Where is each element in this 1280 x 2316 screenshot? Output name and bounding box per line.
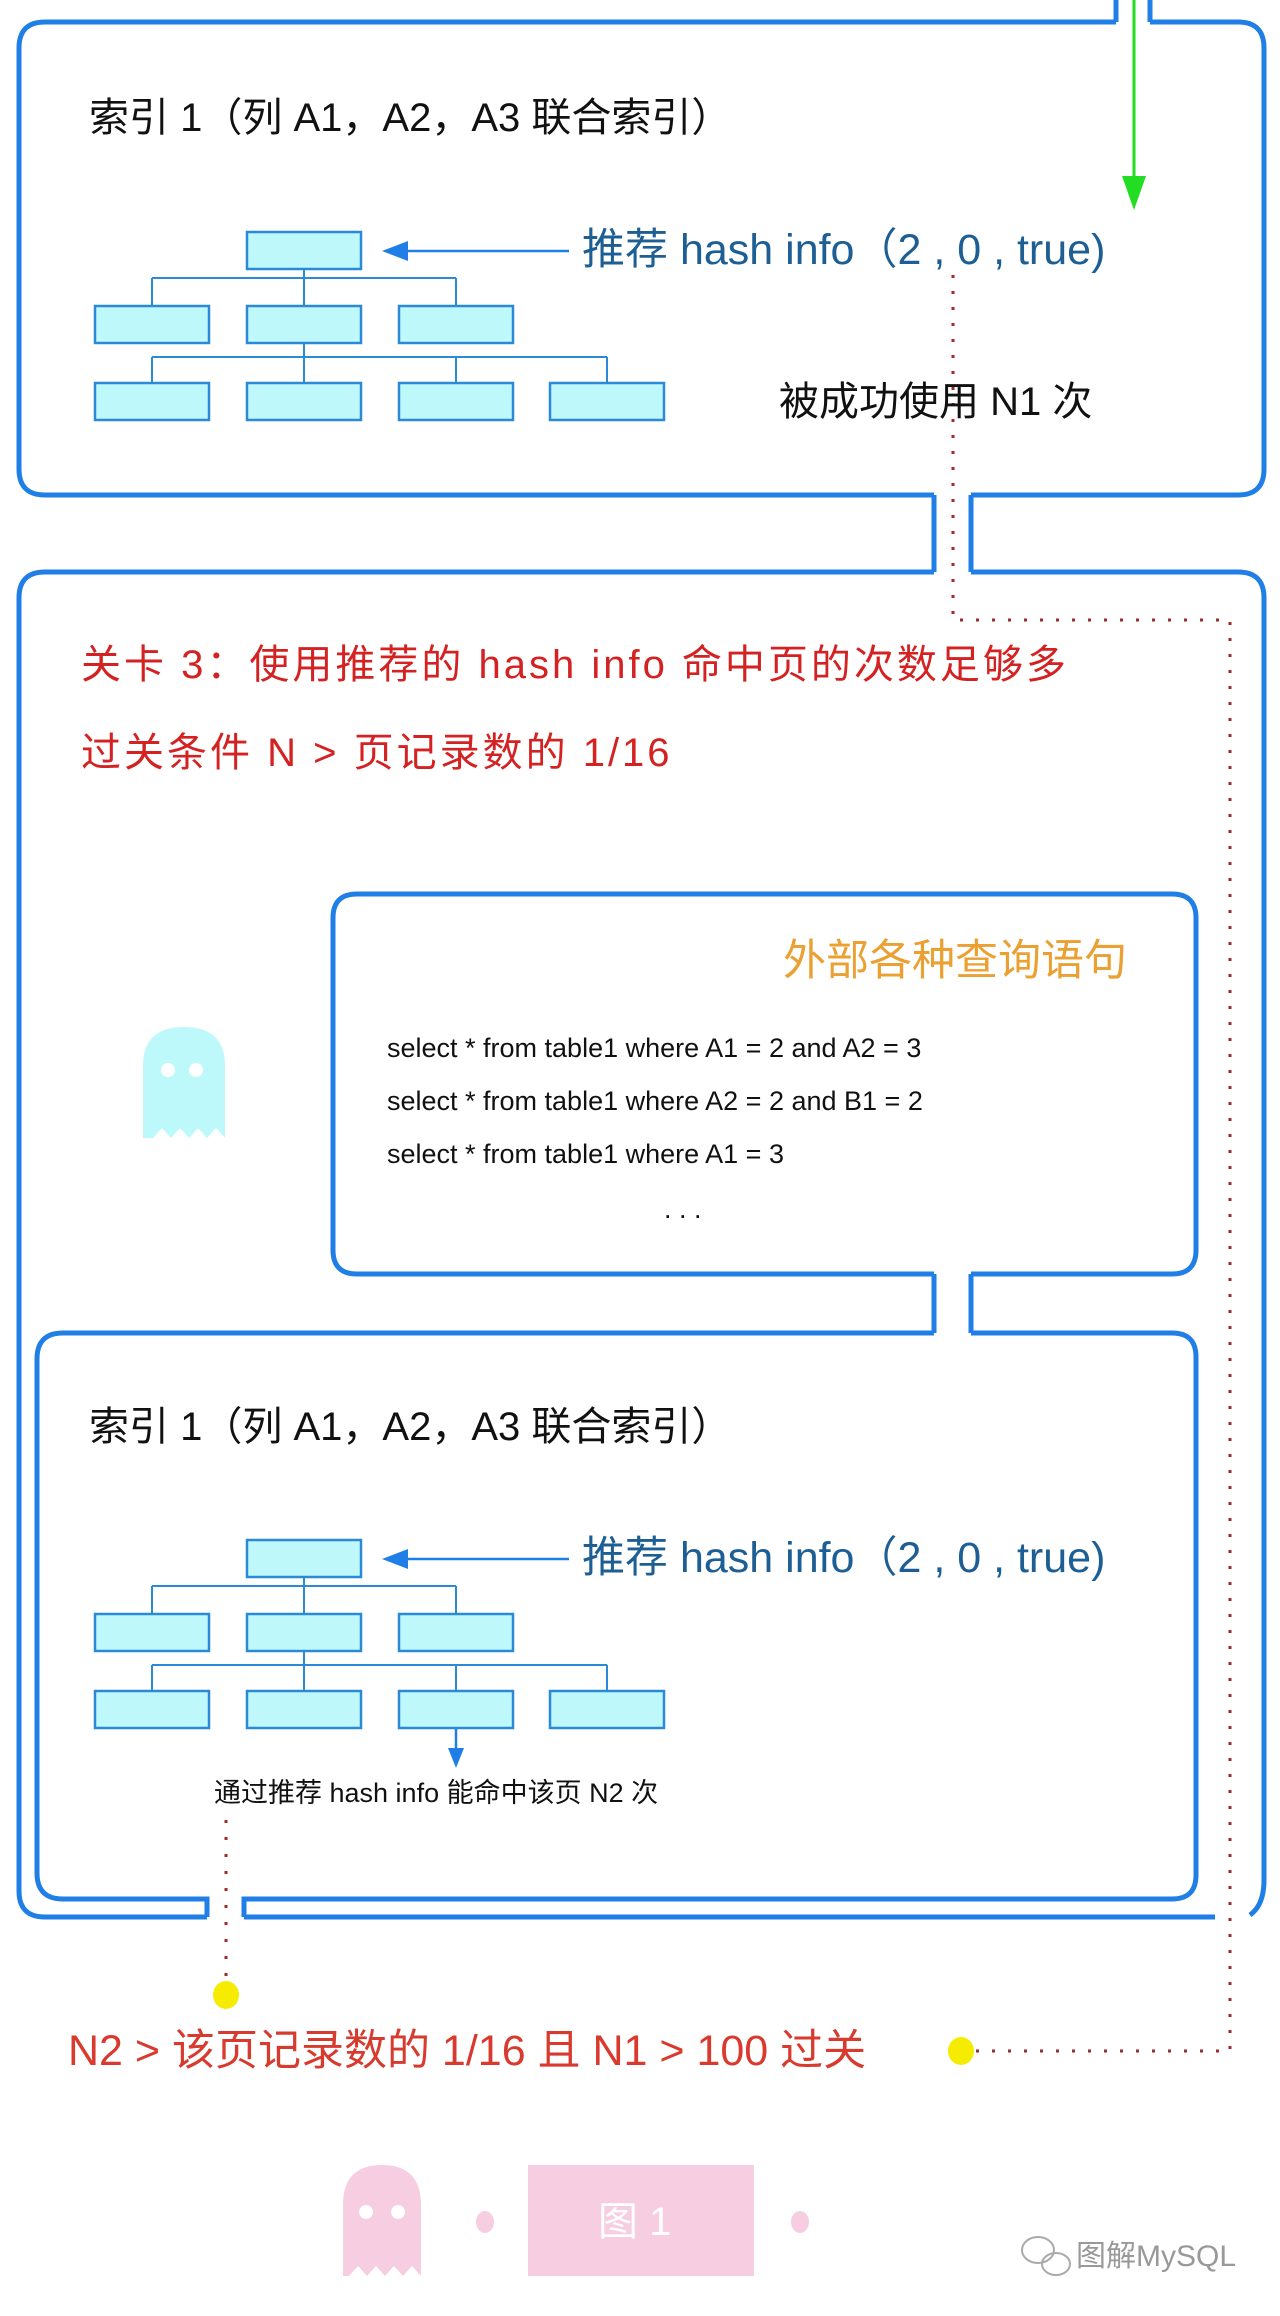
- tree-root-node: [245, 1538, 363, 1579]
- btree-top: [93, 230, 666, 422]
- dotted-path-n1: [951, 275, 1232, 2053]
- tree-leaf-node: [93, 1689, 211, 1730]
- ghost-pink-icon: [343, 2165, 421, 2276]
- level-condition: 过关条件 N > 页记录数的 1/16: [81, 731, 673, 775]
- tree-leaf-node: [548, 381, 666, 422]
- connector-1-2: [931, 495, 974, 572]
- tree-leaf-node: [397, 1689, 515, 1730]
- pink-dot-left: [476, 2211, 494, 2233]
- tree-root-node: [245, 230, 363, 271]
- tree-inner-node: [245, 304, 363, 345]
- frames: [16, 0, 1267, 1920]
- tree-leaf-node: [245, 381, 363, 422]
- wechat-icon: [1021, 2236, 1071, 2276]
- index-box-top-frame: [16, 19, 1267, 498]
- tree-inner-node: [397, 304, 515, 345]
- figure-caption: 图 1: [598, 2200, 672, 2244]
- index-title-top: 索引 1（列 A1，A2，A3 联合索引）: [89, 96, 732, 140]
- figure-caption-box: [528, 2165, 754, 2276]
- hash-info-label-top: 推荐 hash info（2 , 0 , true): [582, 226, 1106, 274]
- query-box-frame: [330, 891, 1199, 1277]
- ghost-cyan-icon: [143, 1027, 225, 1138]
- tree-leaf-node: [397, 381, 515, 422]
- query-line: select * from table1 where A1 = 3: [387, 1139, 784, 1169]
- top-connector: [1113, 0, 1153, 22]
- tree-inner-node: [93, 304, 211, 345]
- watermark: 图解MySQL: [1076, 2240, 1237, 2273]
- pass-condition: N2 > 该页记录数的 1/16 且 N1 > 100 过关: [68, 2027, 867, 2075]
- hash-info-label-bottom: 推荐 hash info（2 , 0 , true): [582, 1534, 1106, 1582]
- hash-arrow-bottom: [382, 1549, 569, 1569]
- tree-leaf-node: [548, 1689, 666, 1730]
- yellow-dot-n2: [213, 1981, 239, 2009]
- hash-arrow-top: [382, 241, 569, 261]
- query-ellipsis: . . .: [664, 1194, 702, 1224]
- tree-leaf-node: [93, 381, 211, 422]
- level-box-frame: [16, 569, 1267, 1920]
- query-box-title: 外部各种查询语句: [783, 937, 1127, 985]
- index-box-bottom-frame: [34, 1330, 1199, 1917]
- btree-bottom: [93, 1538, 666, 1730]
- hit-count-label: 通过推荐 hash info 能命中该页 N2 次: [214, 1778, 659, 1808]
- used-count-label: 被成功使用 N1 次: [779, 380, 1093, 424]
- pink-dot-right: [791, 2211, 809, 2233]
- query-line: select * from table1 where A2 = 2 and B1…: [387, 1086, 923, 1116]
- tree-inner-node: [93, 1612, 211, 1653]
- index-title-bottom: 索引 1（列 A1，A2，A3 联合索引）: [89, 1405, 732, 1449]
- yellow-dot-n1: [948, 2037, 974, 2065]
- hit-arrow-down: [448, 1729, 464, 1768]
- tree-inner-node: [397, 1612, 515, 1653]
- green-arrow-down: [1122, 0, 1146, 210]
- query-line: select * from table1 where A1 = 2 and A2…: [387, 1033, 922, 1063]
- level-title: 关卡 3：使用推荐的 hash info 命中页的次数足够多: [81, 643, 1069, 687]
- tree-inner-node: [245, 1612, 363, 1653]
- connector-query-index: [931, 1274, 974, 1333]
- tree-leaf-node: [245, 1689, 363, 1730]
